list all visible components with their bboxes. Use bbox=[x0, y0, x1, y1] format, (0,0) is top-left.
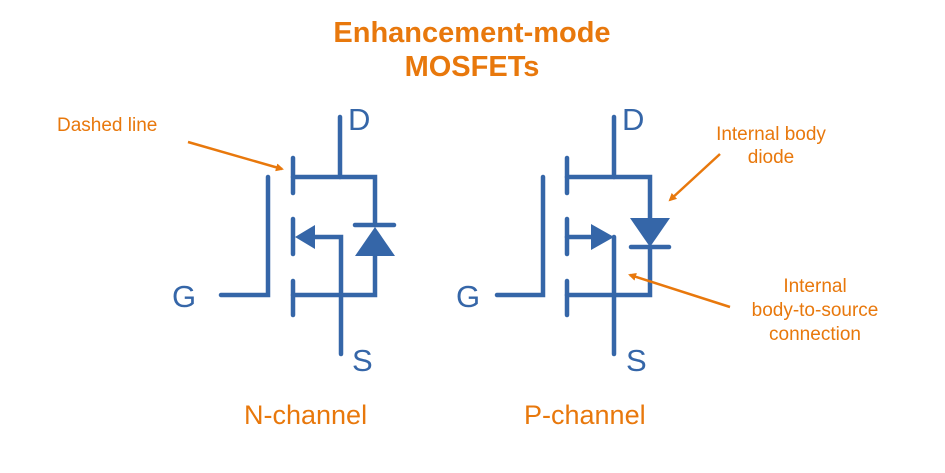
p-gate-lead bbox=[494, 174, 546, 298]
dashed-line-annotation: Dashed line bbox=[57, 115, 157, 136]
p-diode-triangle-icon bbox=[630, 218, 670, 247]
n-channel-caption: N-channel bbox=[244, 400, 367, 430]
p-drain-rail bbox=[564, 174, 653, 221]
n-body-connection bbox=[307, 234, 344, 298]
n-source-label: S bbox=[352, 343, 373, 378]
p-channel-mosfet-symbol bbox=[494, 114, 672, 357]
n-gate-label: G bbox=[172, 279, 196, 314]
body-diode-callout-arrow-icon bbox=[668, 153, 721, 202]
n-drain-rail bbox=[290, 174, 378, 228]
p-body-arrow-icon bbox=[591, 224, 614, 250]
body-diode-annotation-line-2: diode bbox=[748, 147, 795, 168]
body-to-source-annotation-line-1: Internal bbox=[783, 276, 846, 297]
p-gate-label: G bbox=[456, 279, 480, 314]
dashed-line-callout-arrow-icon bbox=[187, 140, 284, 172]
title-line-2: MOSFETs bbox=[405, 51, 540, 83]
body-to-source-annotation-line-2: body-to-source bbox=[752, 300, 879, 321]
n-channel-mosfet-symbol bbox=[218, 114, 397, 357]
title-line-1: Enhancement-mode bbox=[333, 17, 610, 49]
body-diode-annotation-line-1: Internal body bbox=[716, 124, 826, 145]
n-source-rail bbox=[290, 252, 378, 298]
p-drain-label: D bbox=[622, 102, 644, 137]
n-gate-lead bbox=[218, 174, 271, 298]
n-drain-label: D bbox=[348, 102, 370, 137]
n-diode-triangle-icon bbox=[355, 227, 395, 256]
p-source-label: S bbox=[626, 343, 647, 378]
p-channel-caption: P-channel bbox=[524, 400, 646, 430]
p-source-rail bbox=[564, 245, 653, 298]
body-to-source-callout-arrow-icon bbox=[628, 273, 731, 309]
n-body-arrow-icon bbox=[295, 225, 315, 249]
body-to-source-annotation-line-3: connection bbox=[769, 324, 861, 345]
